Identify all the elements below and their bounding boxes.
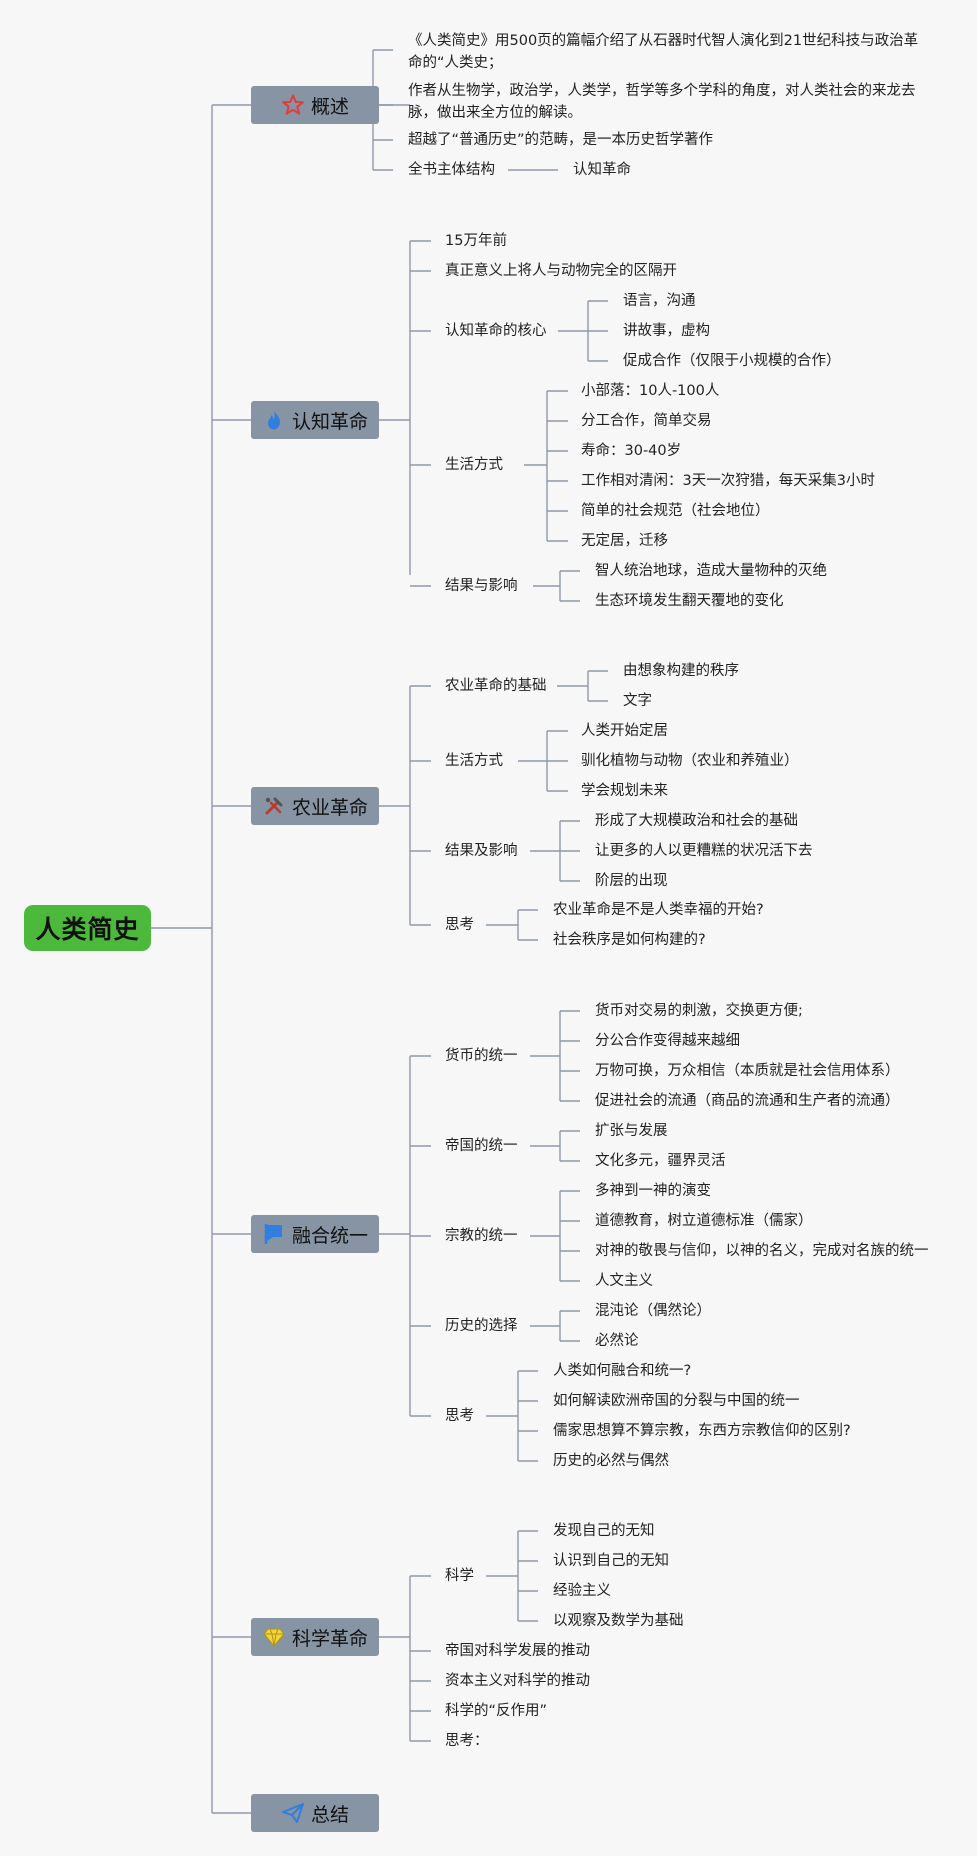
- branch-overview-label: 概述: [310, 95, 349, 118]
- agri-think-2: 社会秩序是如何构建的?: [553, 932, 706, 948]
- unif-empire-2: 文化多元，疆界灵活: [595, 1153, 726, 1169]
- unif-think-3: 儒家思想算不算宗教，东西方宗教信仰的区别?: [553, 1423, 851, 1439]
- agri-result-3: 阶层的出现: [595, 873, 668, 889]
- cognitive-core-3: 促成合作（仅限于小规模的合作）: [623, 353, 841, 369]
- unif-religion-2: 道德教育，树立道德标准（儒家）: [595, 1213, 813, 1229]
- science-item-4: 科学的“反作用”: [445, 1703, 548, 1719]
- flag-icon: [264, 1224, 282, 1244]
- branch-summary-label: 总结: [310, 1803, 349, 1826]
- cognitive-result-2: 生态环境发生翻天覆地的变化: [595, 593, 784, 609]
- tools-icon: [265, 797, 283, 815]
- unif-think-2: 如何解读欧洲帝国的分裂与中国的统一: [553, 1393, 800, 1409]
- branch-cognitive-label: 认知革命: [291, 410, 368, 433]
- unif-empire-1: 扩张与发展: [595, 1123, 668, 1139]
- branch-agricultural[interactable]: 农业革命: [251, 787, 379, 825]
- cognitive-result-1: 智人统治地球，造成大量物种的灭绝: [595, 563, 827, 579]
- branch-summary[interactable]: 总结: [251, 1794, 379, 1832]
- branch-agricultural-label: 农业革命: [291, 796, 368, 819]
- overview-item-2: 作者从生物学，政治学，人类学，哲学等多个学科的角度，对人类社会的来龙去脉，做出来…: [408, 83, 916, 121]
- unif-money-2: 分公合作变得越来越细: [595, 1033, 740, 1049]
- branch-overview[interactable]: 概述: [251, 86, 379, 124]
- science-child-2: 认识到自己的无知: [553, 1553, 669, 1569]
- cognitive-item-5: 结果与影响: [445, 578, 518, 594]
- unif-money-3: 万物可换，万众相信（本质就是社会信用体系）: [595, 1063, 900, 1079]
- cognitive-item-1: 15万年前: [445, 233, 507, 249]
- paper-plane-icon: [281, 1803, 304, 1823]
- unif-religion-1: 多神到一神的演变: [595, 1183, 711, 1199]
- unif-religion-3: 对神的敬畏与信仰，以神的名义，完成对名族的统一: [595, 1243, 929, 1259]
- branch-unification-label: 融合统一: [291, 1224, 368, 1247]
- cognitive-life-6: 无定居，迁移: [581, 533, 668, 549]
- cognitive-life-1: 小部落：10人-100人: [581, 383, 720, 399]
- agri-life-3: 学会规划未来: [581, 783, 668, 799]
- unif-history-2: 必然论: [595, 1333, 639, 1349]
- branch-science-label: 科学革命: [291, 1627, 368, 1650]
- overview-item-4: 全书主体结构: [408, 162, 495, 178]
- cognitive-life-2: 分工合作，简单交易: [581, 413, 712, 429]
- agri-basis-2: 文字: [623, 693, 652, 709]
- agri-item-4: 思考: [445, 917, 474, 933]
- agri-item-2: 生活方式: [445, 753, 503, 769]
- gem-icon: [263, 1628, 285, 1647]
- agri-result-1: 形成了大规模政治和社会的基础: [595, 813, 798, 829]
- overview-structure-child: 认知革命: [573, 162, 631, 178]
- agri-item-3: 结果及影响: [445, 843, 518, 859]
- cognitive-life-5: 简单的社会规范（社会地位）: [581, 503, 770, 519]
- root-node[interactable]: 人类简史: [24, 905, 151, 951]
- star-icon: [282, 94, 304, 115]
- cognitive-item-2: 真正意义上将人与动物完全的区隔开: [445, 263, 677, 279]
- overview-item-3: 超越了“普通历史”的范畴，是一本历史哲学著作: [408, 132, 714, 148]
- cognitive-core-2: 讲故事，虚构: [623, 323, 710, 339]
- science-item-5: 思考：: [445, 1733, 489, 1749]
- science-child-1: 发现自己的无知: [553, 1523, 655, 1539]
- science-child-4: 以观察及数学为基础: [553, 1613, 684, 1629]
- branch-cognitive[interactable]: 认知革命: [251, 401, 379, 439]
- agri-item-1: 农业革命的基础: [445, 678, 547, 694]
- unif-item-5: 思考: [445, 1408, 474, 1424]
- root-label: 人类简史: [35, 915, 140, 944]
- overview-item-1: 《人类简史》用500页的篇幅介绍了从石器时代智人演化到21世纪科技与政治革命的“…: [408, 33, 919, 71]
- cognitive-item-3: 认知革命的核心: [445, 323, 547, 339]
- unif-money-1: 货币对交易的刺激，交换更方便;: [595, 1003, 803, 1019]
- cognitive-core-1: 语言，沟通: [623, 293, 696, 309]
- unif-item-2: 帝国的统一: [445, 1138, 518, 1154]
- branch-unification[interactable]: 融合统一: [251, 1215, 379, 1253]
- science-child-3: 经验主义: [553, 1583, 611, 1599]
- unif-item-1: 货币的统一: [445, 1048, 518, 1064]
- unif-item-3: 宗教的统一: [445, 1228, 518, 1244]
- unif-religion-4: 人文主义: [595, 1273, 653, 1289]
- branch-science[interactable]: 科学革命: [251, 1618, 379, 1656]
- science-item-2: 帝国对科学发展的推动: [445, 1643, 590, 1659]
- cognitive-life-4: 工作相对清闲：3天一次狩猎，每天采集3小时: [581, 473, 875, 489]
- agri-life-1: 人类开始定居: [581, 723, 668, 739]
- cognitive-item-4: 生活方式: [445, 457, 503, 473]
- agri-result-2: 让更多的人以更糟糕的状况活下去: [595, 843, 813, 859]
- unif-item-4: 历史的选择: [445, 1318, 518, 1334]
- unif-think-1: 人类如何融合和统一?: [553, 1363, 692, 1379]
- science-item-1: 科学: [445, 1568, 474, 1584]
- agri-basis-1: 由想象构建的秩序: [623, 663, 739, 679]
- agri-think-1: 农业革命是不是人类幸福的开始?: [553, 902, 764, 918]
- agri-life-2: 驯化植物与动物（农业和养殖业）: [581, 753, 799, 769]
- unif-think-4: 历史的必然与偶然: [553, 1453, 669, 1469]
- unif-history-1: 混沌论（偶然论）: [595, 1303, 711, 1319]
- cognitive-life-3: 寿命：30-40岁: [581, 443, 682, 459]
- unif-money-4: 促进社会的流通（商品的流通和生产者的流通）: [595, 1093, 900, 1109]
- flame-icon: [267, 410, 280, 430]
- science-item-3: 资本主义对科学的推动: [445, 1673, 590, 1689]
